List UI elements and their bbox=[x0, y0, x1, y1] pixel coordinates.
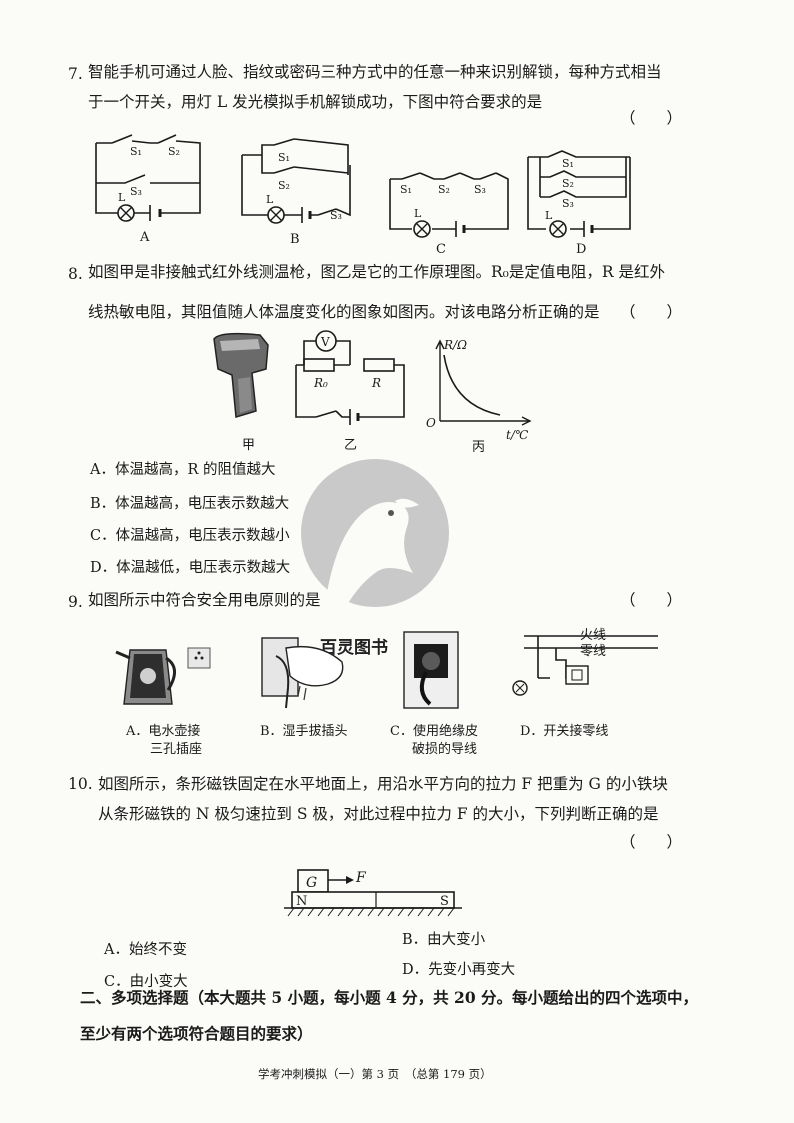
q10-magnet-figure: G F N S bbox=[284, 869, 462, 917]
north-pole-label: N bbox=[296, 894, 307, 909]
q8-number: 8. bbox=[68, 265, 83, 283]
q7-circuit-d: S₁ S₂ S₃ L D bbox=[527, 150, 631, 255]
q7-option-a: A bbox=[139, 230, 150, 245]
q8-caption-jia: 甲 bbox=[242, 438, 255, 453]
q9-number: 9. bbox=[68, 593, 83, 611]
broken-wire-socket-icon bbox=[403, 631, 459, 709]
q10-option-c: C．由小变大 bbox=[104, 974, 188, 990]
q7-answer-paren: （ ） bbox=[620, 109, 683, 127]
q7a-lamp-label: L bbox=[118, 191, 126, 204]
q8-circuit: V R₀ R bbox=[295, 330, 405, 425]
q9-option-c-line2: 破损的导线 bbox=[412, 742, 478, 757]
q7-circuit-figures: S₁ S₂ S₃ L A S₁ S₂ S₃ L B S₁ S₂ S₃ L C bbox=[95, 134, 631, 255]
voltmeter-label: V bbox=[320, 335, 330, 349]
q7-option-d: D bbox=[576, 242, 586, 255]
q7b-lamp-label: L bbox=[266, 193, 274, 206]
south-pole-label: S bbox=[440, 894, 449, 909]
neutral-wire-label: 零线 bbox=[580, 644, 607, 659]
live-wire-label: 火线 bbox=[580, 628, 607, 643]
q7b-s3-label: S₃ bbox=[330, 209, 342, 222]
q10-line2: 从条形磁铁的 N 极匀速拉到 S 极，对此过程中拉力 F 的大小，下列判断正确的… bbox=[98, 805, 659, 823]
q9-figures bbox=[115, 631, 658, 709]
q8-option-b: B．体温越高，电压表示数越大 bbox=[90, 496, 290, 512]
q7-circuit-b: S₁ S₂ S₃ L B bbox=[241, 138, 351, 247]
graph-ylabel: R/Ω bbox=[443, 338, 467, 352]
section2-heading-line1: 二、多项选择题（本大题共 5 小题，每小题 4 分，共 20 分。每小题给出的四… bbox=[80, 988, 699, 1007]
q7-option-c: C bbox=[436, 242, 446, 255]
q8-caption-yi: 乙 bbox=[344, 438, 357, 453]
section2-heading-line2: 至少有两个选项符合题目的要求） bbox=[80, 1024, 313, 1043]
q9-text: 如图所示中符合安全用电原则的是 bbox=[88, 591, 321, 609]
q10-number: 10. bbox=[68, 775, 93, 793]
q9-option-c-line1: C．使用绝缘皮 bbox=[390, 724, 478, 739]
graph-origin: O bbox=[426, 416, 436, 430]
q7c-s2-label: S₂ bbox=[438, 183, 450, 196]
q8-option-c: C．体温越高，电压表示数越小 bbox=[90, 528, 290, 544]
q7a-s3-label: S₃ bbox=[130, 185, 142, 198]
q7a-s1-label: S₁ bbox=[130, 145, 142, 158]
q10-option-a: A．始终不变 bbox=[104, 942, 187, 958]
q8-figures: 甲 V R₀ R 乙 R/Ω O t/℃ 丙 bbox=[213, 330, 532, 455]
q7-line1: 智能手机可通过人脸、指纹或密码三种方式中的任意一种来识别解锁，每种方式相当 bbox=[88, 63, 662, 81]
q10-option-d: D．先变小再变大 bbox=[402, 962, 516, 978]
watermark-text: 百灵图书 bbox=[320, 638, 388, 657]
q8-option-a: A．体温越高，R 的阻值越大 bbox=[90, 462, 276, 478]
q8-line1: 如图甲是非接触式红外线测温枪，图乙是它的工作原理图。R₀是定值电阻，R 是红外 bbox=[88, 263, 665, 281]
q9-option-a-line2: 三孔插座 bbox=[150, 742, 203, 757]
q7d-s1-label: S₁ bbox=[562, 157, 574, 170]
q10-answer-paren: （ ） bbox=[620, 833, 683, 851]
q8-graph: R/Ω O t/℃ bbox=[426, 338, 532, 442]
page-footer: 学考冲刺模拟（一）第 3 页 （总第 179 页） bbox=[258, 1067, 492, 1081]
q8-option-d: D．体温越低，电压表示数越大 bbox=[90, 560, 291, 576]
q9-answer-paren: （ ） bbox=[620, 591, 683, 609]
q7d-lamp-label: L bbox=[545, 209, 553, 222]
electric-kettle-icon bbox=[115, 647, 211, 705]
q8-line2: 线热敏电阻，其阻值随人体温度变化的图象如图丙。对该电路分析正确的是 bbox=[88, 303, 600, 321]
q8-answer-paren: （ ） bbox=[620, 303, 683, 321]
q7-circuit-c: S₁ S₂ S₃ L C bbox=[389, 172, 509, 255]
thermometer-gun-icon bbox=[213, 332, 269, 418]
q7d-s2-label: S₂ bbox=[562, 177, 574, 190]
block-label: G bbox=[306, 875, 317, 891]
q7b-s1-label: S₁ bbox=[278, 151, 290, 164]
q7a-s2-label: S₂ bbox=[168, 145, 180, 158]
q9-option-a-line1: A．电水壶接 bbox=[126, 724, 201, 739]
q7-line2: 于一个开关，用灯 L 发光模拟手机解锁成功，下图中符合要求的是 bbox=[88, 93, 543, 111]
q7d-s3-label: S₃ bbox=[562, 197, 574, 210]
q7c-s1-label: S₁ bbox=[400, 183, 412, 196]
wet-hand-plug-icon bbox=[261, 637, 344, 709]
q10-line1: 如图所示，条形磁铁固定在水平地面上，用沿水平方向的拉力 F 把重为 G 的小铁块 bbox=[98, 775, 668, 793]
q7b-s2-label: S₂ bbox=[278, 179, 290, 192]
q9-option-b: B．湿手拔插头 bbox=[260, 724, 348, 739]
q7-number: 7. bbox=[68, 65, 83, 83]
q7c-lamp-label: L bbox=[414, 207, 422, 220]
q7c-s3-label: S₃ bbox=[474, 183, 486, 196]
force-label: F bbox=[355, 870, 367, 886]
q7-circuit-a: S₁ S₂ S₃ L A bbox=[95, 134, 201, 245]
watermark-bird-logo bbox=[301, 459, 449, 607]
q10-option-b: B．由大变小 bbox=[402, 932, 486, 948]
q9-lamp-switch-circuit bbox=[512, 635, 658, 696]
q8-caption-bing: 丙 bbox=[472, 440, 485, 455]
q9-option-d: D．开关接零线 bbox=[520, 724, 609, 739]
graph-xlabel: t/℃ bbox=[506, 428, 529, 442]
r-label: R bbox=[371, 376, 381, 390]
r0-label: R₀ bbox=[313, 376, 328, 390]
q7-option-b: B bbox=[290, 232, 300, 247]
